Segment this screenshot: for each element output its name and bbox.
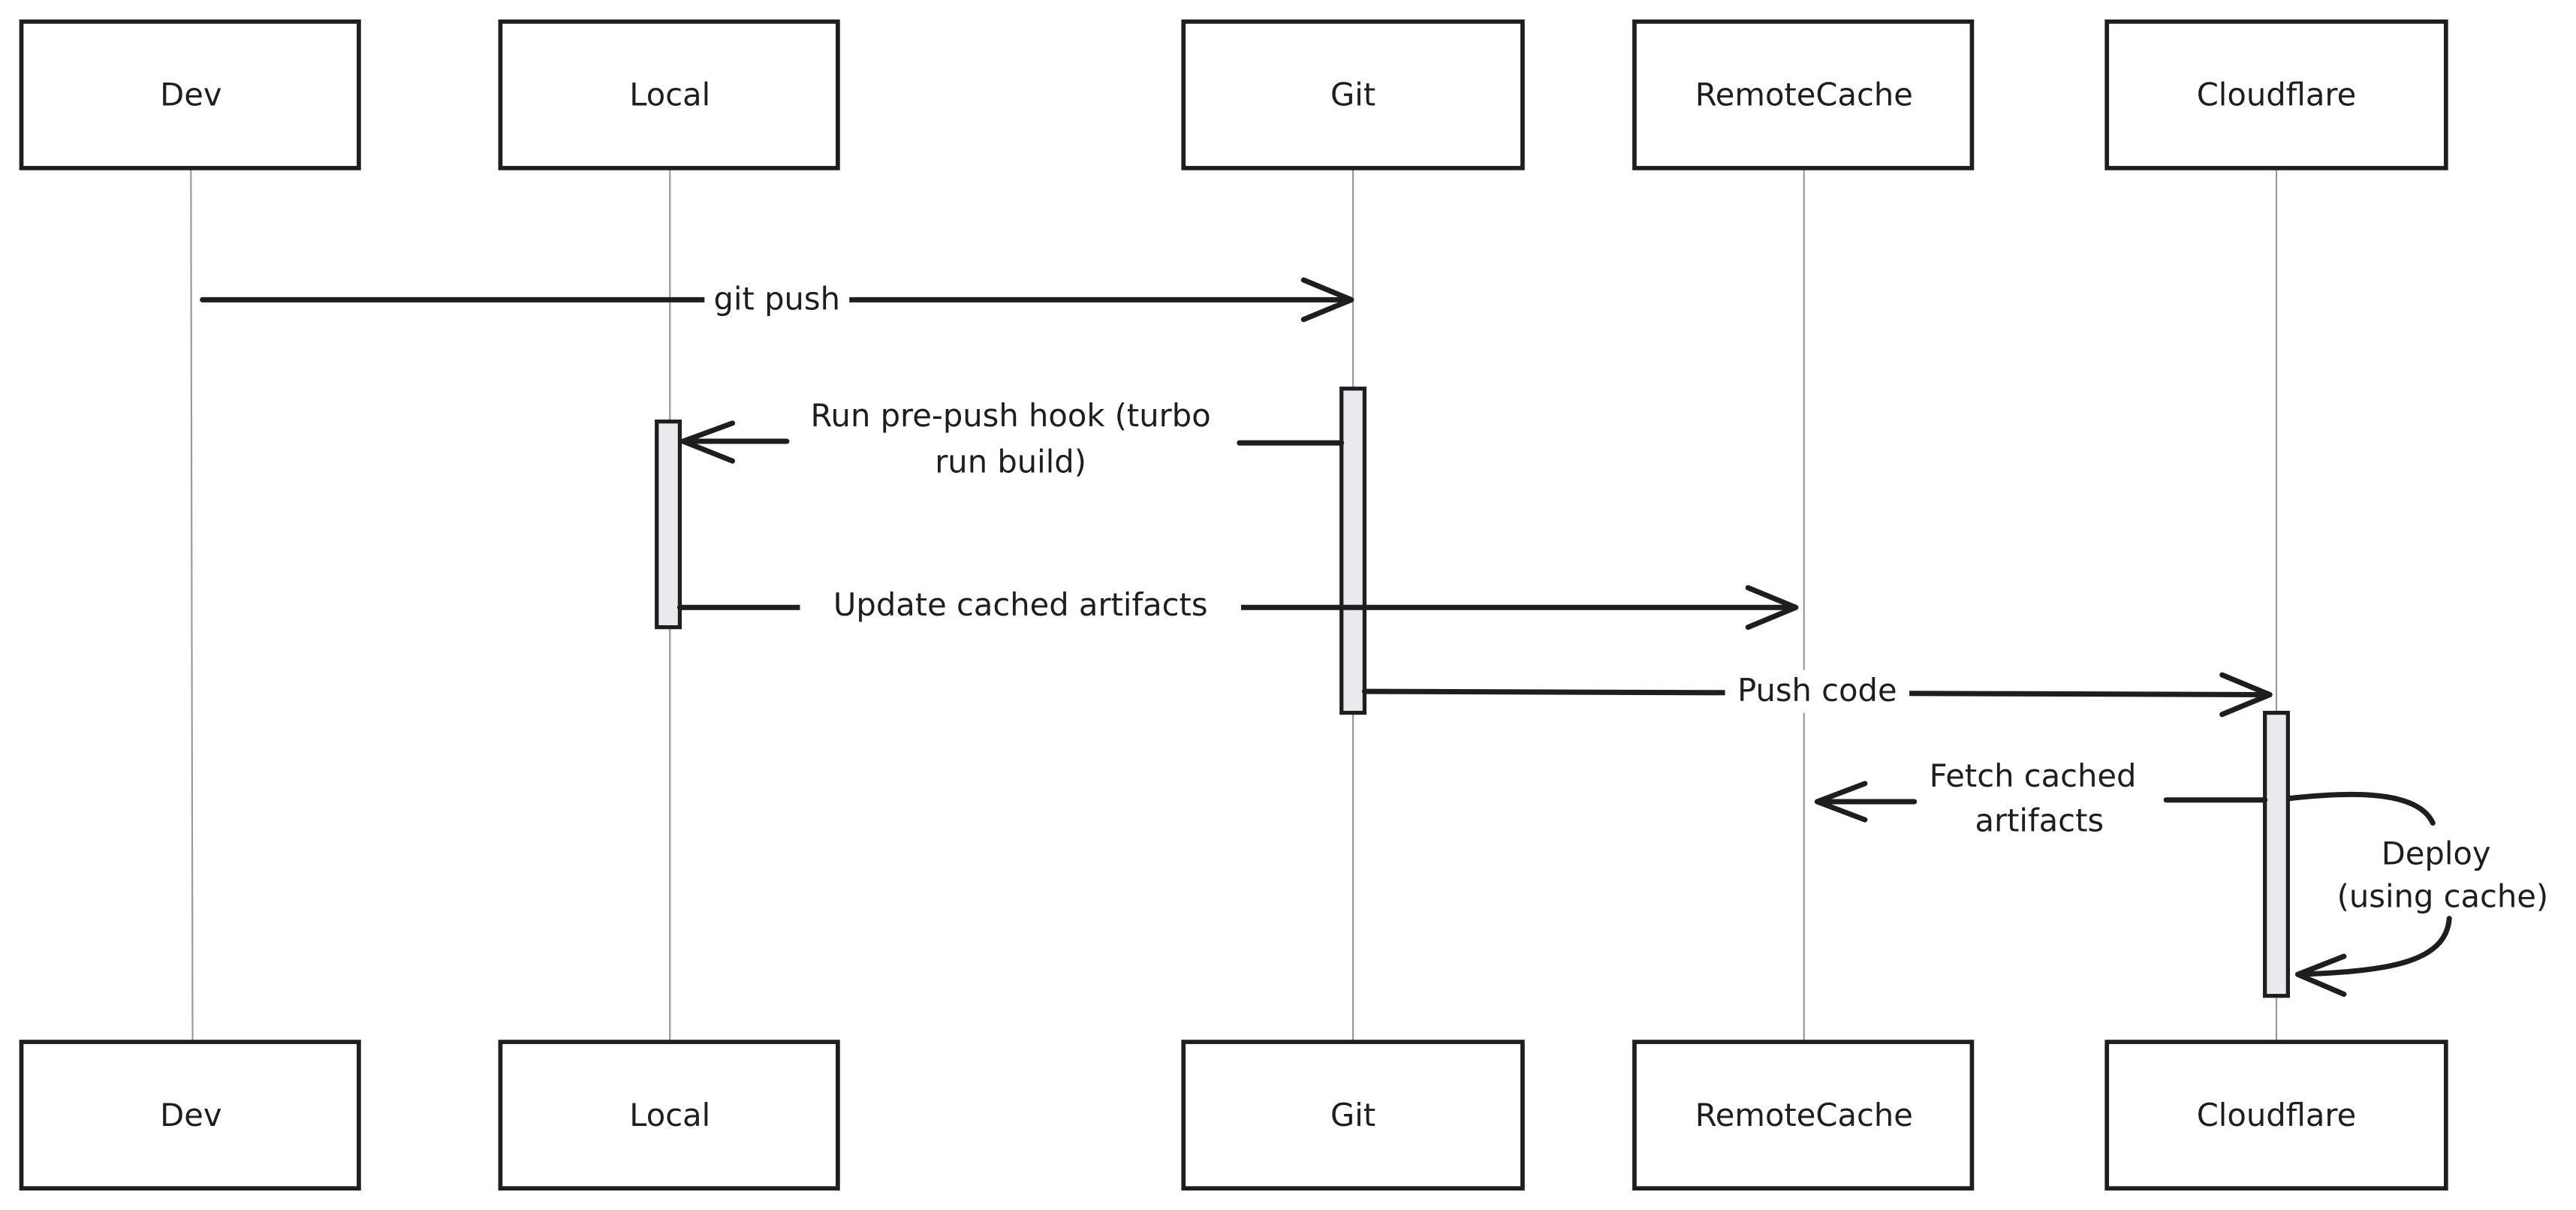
arrowhead-icon [1300, 277, 1354, 323]
participant-label: Git [1330, 1097, 1375, 1133]
arrowhead-icon [1745, 585, 1799, 631]
participant-remotecache-bottom: RemoteCache [1632, 1040, 1975, 1191]
message-deploy-self: Deploy (using cache) [2287, 791, 2549, 997]
message-label: Fetch cached [1930, 757, 2137, 794]
participant-label: Local [629, 1097, 710, 1133]
arrowhead-icon [2294, 953, 2347, 997]
participant-git-bottom: Git [1181, 1040, 1525, 1191]
message-label: Push code [1737, 672, 1897, 709]
participant-label: Local [629, 77, 710, 113]
participant-label: Cloudflare [2197, 1097, 2357, 1133]
message-git-push: git push [200, 277, 1354, 323]
message-label: run build) [935, 444, 1086, 480]
participant-label: RemoteCache [1695, 1097, 1913, 1133]
arrowhead-icon [2219, 672, 2273, 718]
message-label: Deploy [2382, 835, 2491, 871]
participant-git-top: Git [1181, 19, 1525, 170]
message-run-pre-push-hook: Run pre-push hook (turbo run build) [680, 397, 1345, 480]
participant-local-bottom: Local [498, 1040, 840, 1191]
activation-cloudflare [2263, 710, 2290, 998]
participant-dev-bottom: Dev [19, 1040, 361, 1191]
participant-label: Dev [160, 1097, 221, 1133]
message-push-code: Push code [1361, 670, 2273, 718]
arrowhead-icon [680, 420, 736, 464]
participant-local-top: Local [498, 19, 840, 170]
message-fetch-cached-artifacts: Fetch cached artifacts [1814, 757, 2268, 838]
participant-label: RemoteCache [1695, 77, 1913, 113]
participant-dev-top: Dev [19, 19, 361, 170]
message-label: (using cache) [2337, 877, 2549, 914]
participant-cloudflare-bottom: Cloudflare [2104, 1040, 2448, 1191]
message-label: Run pre-push hook (turbo [810, 397, 1210, 434]
participant-label: Git [1330, 77, 1375, 113]
participant-label: Dev [160, 77, 221, 113]
message-update-cached-artifacts: Update cached artifacts [676, 584, 1799, 631]
participant-cloudflare-top: Cloudflare [2104, 19, 2448, 170]
participant-remotecache-top: RemoteCache [1632, 19, 1975, 170]
activation-local [655, 419, 682, 630]
lifeline-dev [190, 167, 194, 1043]
participant-label: Cloudflare [2197, 77, 2357, 113]
message-label: artifacts [1975, 802, 2104, 838]
arrowhead-icon [1814, 781, 1868, 823]
message-label: git push [714, 280, 840, 317]
message-label: Update cached artifacts [833, 586, 1208, 623]
activation-git [1339, 387, 1367, 715]
